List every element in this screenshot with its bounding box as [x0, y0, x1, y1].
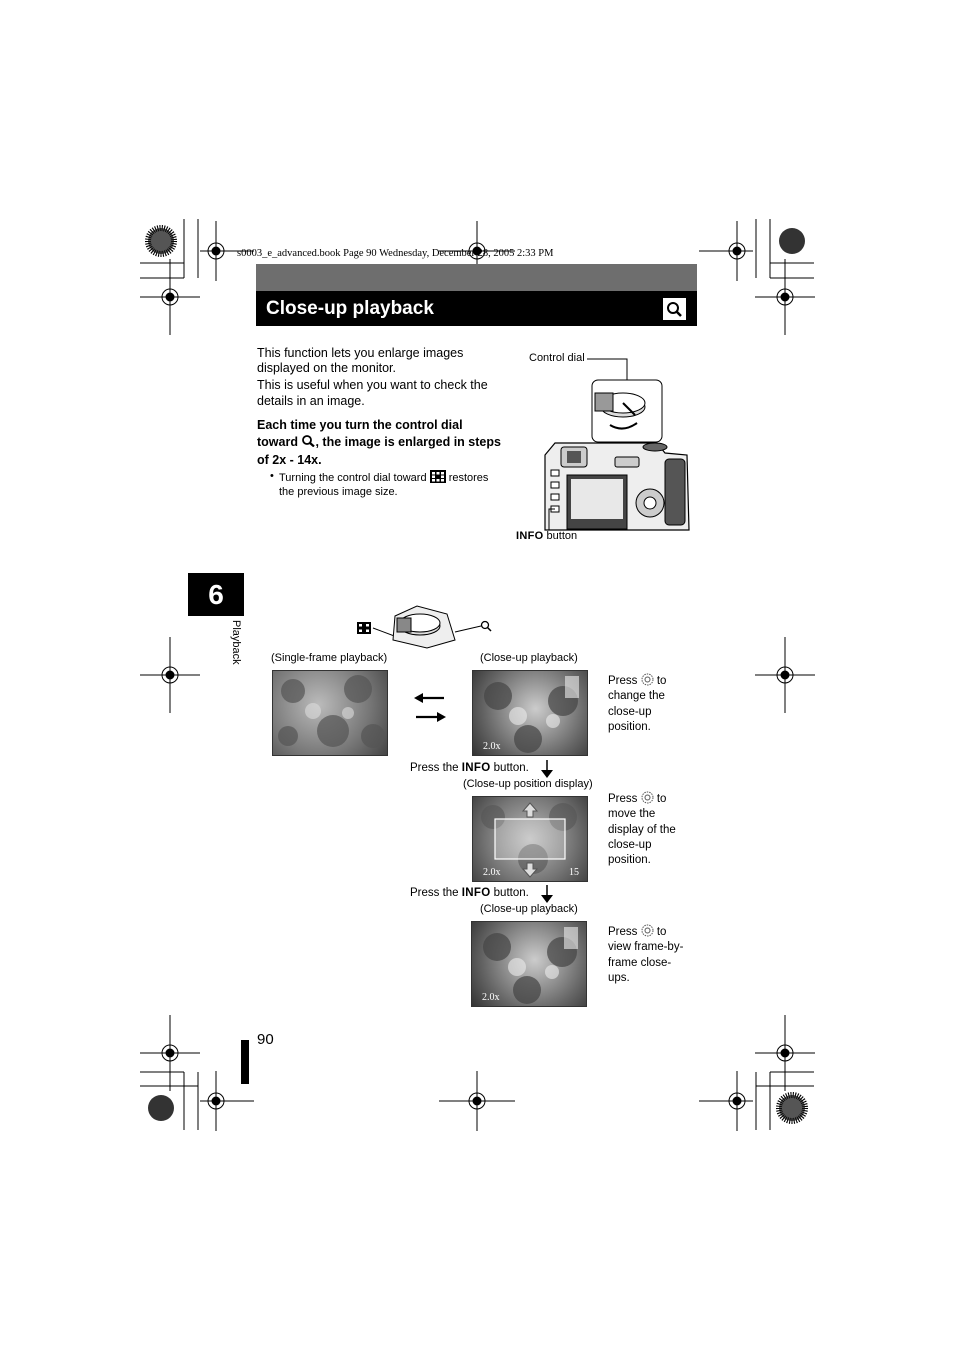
note-1-line-3: close-up — [608, 705, 652, 718]
note-2-line-3: display of the — [608, 823, 676, 836]
note-1: Press to change the close-up position. — [608, 673, 666, 735]
page-number-bar — [241, 1040, 249, 1084]
bullet-point: • — [270, 470, 274, 482]
header-bar-grey — [256, 264, 697, 291]
chapter-tab: 6 — [188, 573, 244, 616]
frame-number: 15 — [569, 867, 579, 878]
single-frame-photo — [272, 670, 388, 756]
bullet-text-b: restores — [448, 472, 489, 484]
intro-line-3: This is useful when you want to check th… — [257, 378, 488, 392]
closeup-photo-2: 2.0x — [471, 921, 587, 1007]
single-frame-caption: (Single-frame playback) — [271, 652, 388, 664]
closeup-caption-1: (Close-up playback) — [480, 652, 578, 664]
dial-diagram — [357, 605, 492, 649]
toggle-arrows-icon — [414, 693, 446, 722]
note-1-press: Press — [608, 675, 638, 687]
note-1-line-2: change the — [608, 690, 665, 703]
index-icon — [429, 470, 446, 483]
bullet-line-2: the previous image size. — [279, 486, 398, 498]
note-2-to: to — [656, 793, 667, 805]
position-photo: 2.0x 15 — [472, 796, 588, 882]
instruction-text-b: , the image is enlarged in steps — [315, 435, 501, 449]
note-3-line-2: view frame-by- — [608, 941, 684, 954]
instruction-line-1: Each time you turn the control dial — [257, 418, 463, 432]
press-info-1: Press the INFO button. — [410, 762, 529, 774]
index-icon — [357, 622, 371, 634]
press-info-2-bold: INFO — [461, 887, 491, 899]
instruction-line-3: of 2x - 14x. — [257, 453, 322, 467]
arrow-pad-icon — [641, 673, 654, 686]
bullet-line-1: Turning the control dial toward restores — [279, 470, 488, 484]
closeup-photo-1: 2.0x — [472, 670, 588, 756]
note-3-line-4: ups. — [608, 971, 630, 984]
intro-line-1: This function lets you enlarge images — [257, 346, 464, 360]
book-info-line: s0003_e_advanced.book Page 90 Wednesday,… — [237, 248, 554, 259]
magnify-icon — [302, 435, 316, 448]
note-3-press: Press — [608, 926, 638, 938]
down-arrow-icon — [541, 885, 553, 903]
note-1-line-4: position. — [608, 720, 651, 733]
page-number: 90 — [257, 1031, 274, 1048]
press-info-2: Press the INFO button. — [410, 887, 529, 899]
press-info-1-bold: INFO — [461, 762, 491, 774]
instruction-text-a: toward — [257, 435, 298, 449]
zoom-indicator: 2.0x — [483, 741, 501, 752]
note-3: Press to view frame-by- frame close- ups… — [608, 924, 683, 986]
press-info-2-pre: Press the — [410, 887, 462, 899]
info-button-label: INFO button — [516, 530, 577, 542]
header-bar — [256, 291, 697, 326]
note-3-to: to — [656, 926, 667, 938]
bullet-text-a: Turning the control dial toward — [279, 472, 427, 484]
position-caption: (Close-up position display) — [463, 778, 593, 790]
info-rest: button — [543, 530, 578, 542]
arrow-pad-icon — [641, 791, 654, 804]
note-2: Press to move the display of the close-u… — [608, 791, 676, 868]
note-2-line-5: position. — [608, 854, 651, 867]
arrow-pad-icon — [641, 924, 654, 937]
press-info-1-post: button. — [490, 762, 529, 774]
instruction-line-2: toward , the image is enlarged in steps — [257, 434, 501, 451]
info-bold: INFO — [516, 530, 544, 542]
magnify-icon — [663, 298, 686, 320]
note-2-line-2: move the — [608, 808, 656, 821]
note-2-press: Press — [608, 793, 638, 805]
zoom-indicator: 2.0x — [482, 992, 500, 1003]
control-dial-label: Control dial — [529, 352, 585, 364]
magnify-icon — [480, 620, 490, 630]
note-3-line-3: frame close- — [608, 956, 672, 969]
press-info-2-post: button. — [490, 887, 529, 899]
intro-line-2: displayed on the monitor. — [257, 361, 396, 375]
page-title: Close-up playback — [266, 298, 434, 319]
camera-illustration — [544, 358, 690, 531]
zoom-indicator: 2.0x — [483, 867, 501, 878]
intro-line-4: details in an image. — [257, 394, 365, 408]
note-1-to: to — [656, 675, 667, 687]
down-arrow-icon — [541, 760, 553, 778]
chapter-label: Playback — [230, 620, 242, 665]
press-info-1-pre: Press the — [410, 762, 462, 774]
note-2-line-4: close-up — [608, 838, 652, 851]
closeup-caption-2: (Close-up playback) — [480, 903, 578, 915]
